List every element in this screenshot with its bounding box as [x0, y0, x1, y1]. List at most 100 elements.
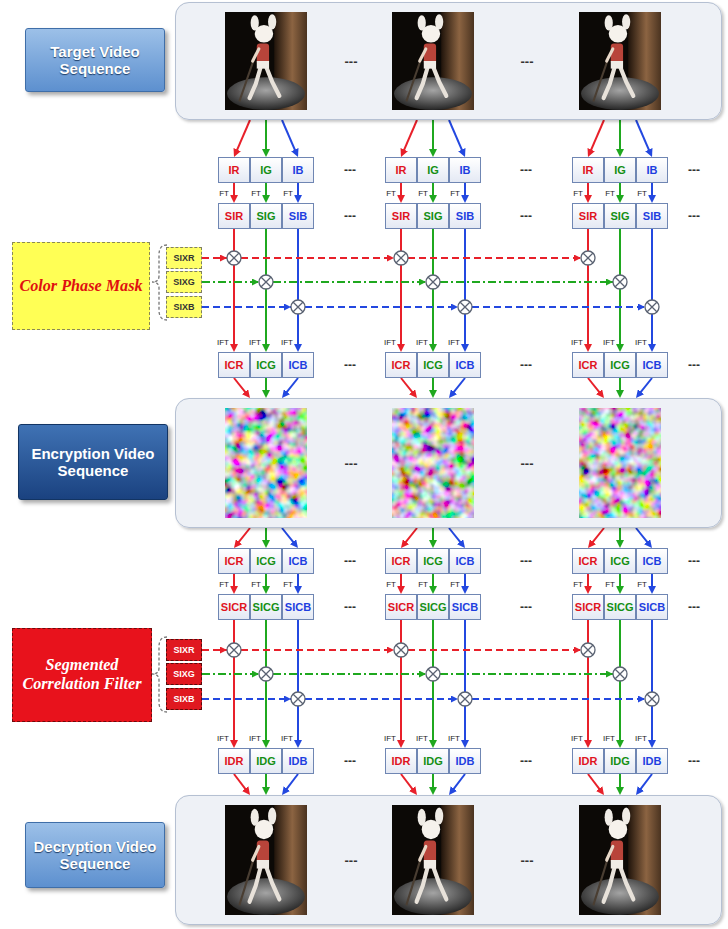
channel-cell: ICG [604, 352, 636, 378]
signal-arrow [265, 183, 267, 199]
signal-arrow [233, 183, 235, 199]
node-text: ICB [643, 359, 662, 371]
ellipsis-label: --- [688, 358, 700, 372]
channel-cell: SICB [636, 594, 668, 620]
signal-arrow [284, 378, 298, 395]
signal-arrow [587, 183, 589, 199]
video-frame [392, 12, 474, 110]
signal-arrow [432, 774, 434, 791]
edge-label: FT [449, 580, 461, 589]
panel-ground [175, 2, 722, 925]
node-text: IDR [579, 755, 598, 767]
mask-line [241, 649, 394, 651]
channel-cell: SICR [218, 594, 250, 620]
node-text: ICG [423, 555, 443, 567]
filter-channel-box: SIXB [166, 688, 202, 710]
video-frame [579, 12, 661, 110]
node-text: IDB [289, 755, 308, 767]
signal-arrow [638, 774, 652, 792]
multiply-symbol [426, 275, 440, 289]
channel-cell: IB [449, 157, 481, 183]
mask-line [202, 281, 259, 283]
signal-arrow [400, 229, 402, 348]
multiply-symbol [426, 667, 440, 681]
edge-label: IFT [383, 338, 397, 347]
channel-cell: ICR [572, 352, 604, 378]
signal-arrow [651, 229, 653, 348]
channel-cell: IDG [250, 748, 282, 774]
channel-cell: IG [250, 157, 282, 183]
channel-cell: ICR [218, 548, 250, 574]
signal-arrow [432, 120, 434, 153]
node-text: SIXB [173, 694, 194, 704]
channel-cell: IDR [218, 748, 250, 774]
video-panel: ------ [175, 2, 722, 120]
signal-arrow [651, 574, 653, 590]
signal-arrow [449, 528, 463, 545]
node-text: IB [460, 164, 471, 176]
node-text: Encryption Video Sequence [23, 445, 163, 480]
channel-cell: IR [385, 157, 417, 183]
signal-arrow [284, 774, 298, 792]
node-text: SIXR [173, 645, 194, 655]
node-text: ICR [225, 555, 244, 567]
signal-arrow [297, 620, 299, 744]
mask-line [305, 306, 458, 308]
signal-arrow [451, 774, 465, 792]
signal-arrow [233, 620, 235, 744]
edge-label: IFT [415, 338, 429, 347]
channel-cell: SICB [449, 594, 481, 620]
multiply-symbol [458, 692, 472, 706]
multiply-symbol [259, 667, 273, 681]
ellipsis-label: --- [688, 600, 700, 614]
node-text: SICR [575, 601, 601, 613]
multiply-symbol [581, 251, 595, 265]
ellipsis-label: --- [688, 754, 700, 768]
multiply-symbol [458, 300, 472, 314]
signal-arrow [464, 183, 466, 199]
node-text: SIG [611, 210, 630, 222]
channel-cell: ICG [417, 352, 449, 378]
channel-cell: IG [417, 157, 449, 183]
channel-cell: SIB [636, 203, 668, 229]
node-text: IG [260, 164, 272, 176]
correlation-filter-box: Segmented Correlation Filter [12, 628, 152, 722]
channel-cell: IDR [385, 748, 417, 774]
channel-cell: SIB [282, 203, 314, 229]
signal-arrow [403, 528, 417, 545]
signal-arrow [233, 229, 235, 348]
ellipsis-label: --- [688, 209, 700, 223]
node-text: ICR [392, 555, 411, 567]
multiply-symbol [291, 692, 305, 706]
video-frame [225, 12, 307, 110]
channel-cell: SIR [218, 203, 250, 229]
panel-ground [175, 795, 722, 925]
edge-label: FT [282, 189, 294, 198]
mask-line [202, 257, 227, 259]
node-text: SIB [643, 210, 661, 222]
edge-label: FT [250, 189, 262, 198]
channel-cell: IG [604, 157, 636, 183]
edge-label: IFT [634, 734, 648, 743]
channel-cell: ICB [449, 352, 481, 378]
red-mask-line [202, 258, 581, 650]
node-text: SIG [257, 210, 276, 222]
node-text: ICG [610, 555, 630, 567]
node-text: SICB [285, 601, 311, 613]
signal-arrow [432, 183, 434, 199]
channel-cell: ICG [417, 548, 449, 574]
blue-mask-line [202, 307, 645, 699]
node-text: SICB [639, 601, 665, 613]
channel-cell: SICR [385, 594, 417, 620]
edge-label: FT [604, 189, 616, 198]
edge-label: FT [417, 189, 429, 198]
node-text: ICG [256, 555, 276, 567]
edge-label: IFT [280, 734, 294, 743]
video-frame [579, 805, 661, 915]
channel-cell: SICR [572, 594, 604, 620]
node-text: ICR [579, 359, 598, 371]
multiply-symbols [227, 251, 659, 706]
ellipsis-label: --- [688, 163, 700, 177]
mask-channel-box: SIXG [166, 271, 202, 293]
